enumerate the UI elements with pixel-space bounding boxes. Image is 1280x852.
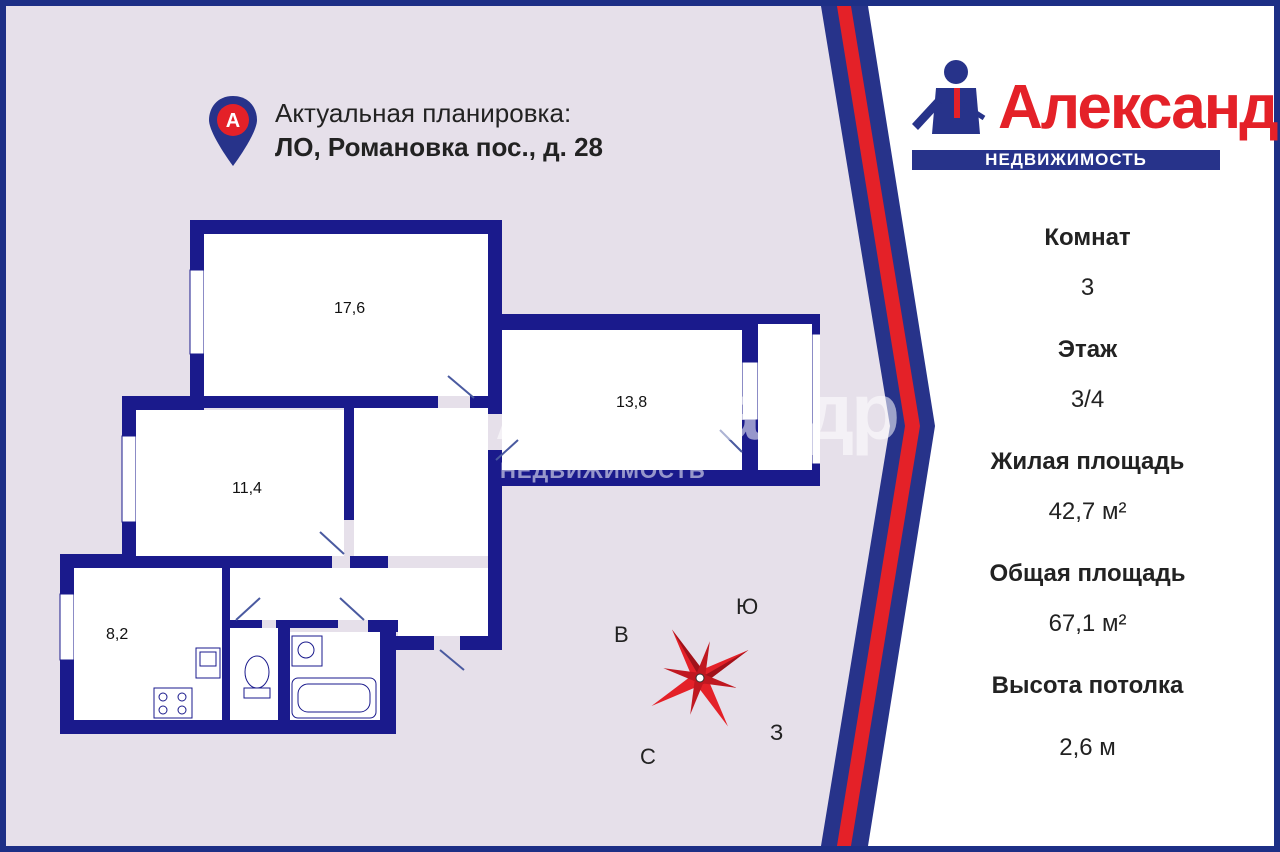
- kitchen-sink-icon: [195, 647, 221, 679]
- info-panel: [868, 6, 1274, 846]
- compass-south: Ю: [736, 594, 759, 619]
- stove-icon: [153, 687, 193, 719]
- floor-plan: [59, 220, 820, 734]
- floor-label: Этаж: [1057, 336, 1118, 363]
- total-area-value: 67,1 м²: [1048, 610, 1127, 637]
- bathtub-icon: [291, 677, 377, 719]
- brand-name: Александр: [998, 73, 1280, 142]
- compass-north: С: [640, 744, 656, 769]
- room-area-4: 8,2: [106, 626, 129, 643]
- watermark-subtitle: НЕДВИЖИМОСТЬ: [500, 458, 706, 483]
- living-area-label: Жилая площадь: [990, 448, 1185, 475]
- total-area-label: Общая площадь: [989, 560, 1186, 587]
- room-area-3: 11,4: [232, 480, 262, 497]
- toilet-icon: [243, 655, 271, 699]
- rooms-label: Комнат: [1044, 224, 1131, 251]
- compass-rose-icon: [651, 629, 749, 727]
- compass-east: В: [614, 622, 629, 647]
- plan-address: ЛО, Романовка пос., д. 28: [275, 132, 604, 162]
- sink-icon: [291, 635, 323, 667]
- room-area-2: 13,8: [616, 394, 648, 411]
- living-area-value: 42,7 м²: [1048, 498, 1127, 525]
- doors: [235, 375, 743, 671]
- ceiling-height-value: 2,6 м: [1059, 734, 1116, 761]
- rooms-value: 3: [1080, 274, 1095, 301]
- brand-subtitle: НЕДВИЖИМОСТЬ: [985, 150, 1147, 169]
- agent-figure-icon: [912, 60, 986, 134]
- room-area-1: 17,6: [334, 300, 366, 317]
- floor-value: 3/4: [1070, 386, 1105, 413]
- ceiling-height-label: Высота потолка: [991, 672, 1184, 699]
- watermark-brand: Александр: [495, 367, 900, 456]
- compass-west: З: [770, 720, 784, 745]
- brand-subtitle-bar: [912, 150, 1220, 170]
- location-pin-icon: A: [209, 96, 257, 166]
- pin-letter: A: [226, 110, 240, 132]
- floor-fill: [74, 234, 812, 720]
- plan-title: Актуальная планировка:: [275, 98, 572, 128]
